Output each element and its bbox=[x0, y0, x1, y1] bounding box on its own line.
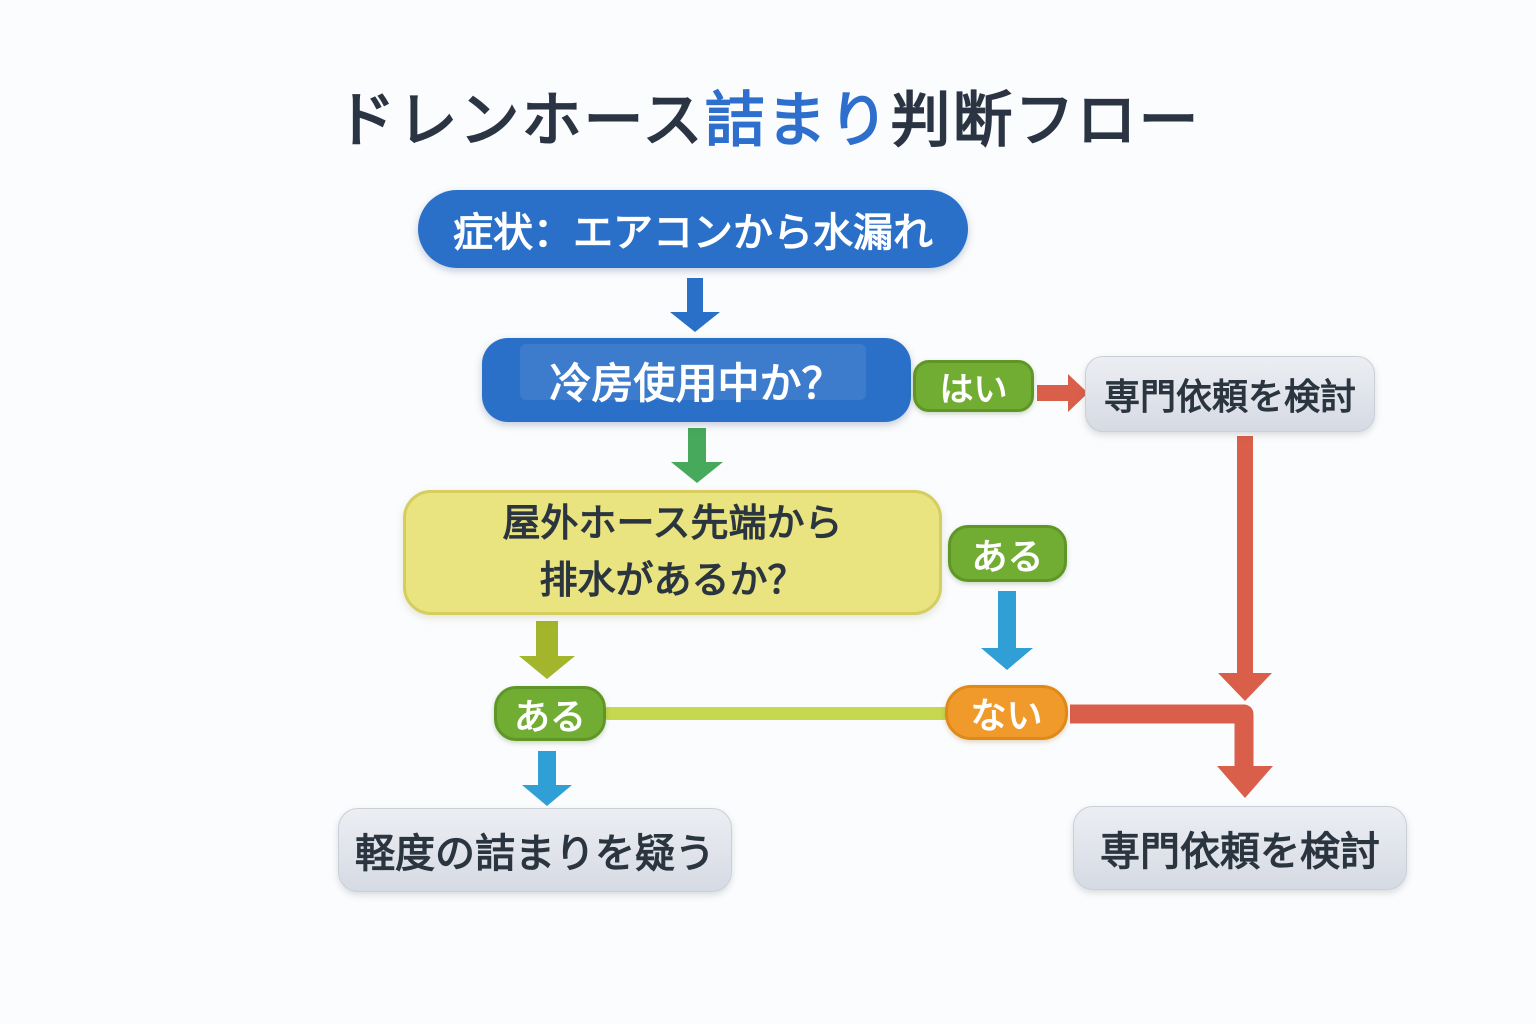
node-symptom-label: 症状：エアコンから水漏れ bbox=[453, 211, 933, 255]
arrow-q2-down bbox=[519, 621, 575, 679]
arrow-nai-down-head bbox=[1217, 766, 1273, 798]
node-question-cooling: 冷房使用中か？ bbox=[482, 338, 911, 422]
connector-aru-to-nai bbox=[604, 707, 948, 720]
badge-drain-present-right: ある bbox=[948, 525, 1067, 582]
node-professional-top: 専門依頼を検討 bbox=[1085, 356, 1375, 432]
arrow-aru-left-down bbox=[522, 751, 572, 806]
page-title: ドレンホース詰まり判断フロー bbox=[0, 72, 1536, 159]
node-professional-bottom: 専門依頼を検討 bbox=[1073, 806, 1407, 890]
arrow-pro-top-down bbox=[1218, 436, 1272, 701]
badge-drain-absent-label: ない bbox=[970, 694, 1043, 736]
badge-drain-present-right-label: ある bbox=[971, 535, 1044, 577]
arrow-aru-right-down bbox=[981, 591, 1033, 670]
arrow-yes-right bbox=[1037, 374, 1088, 412]
page-title-highlight: 詰まり bbox=[704, 87, 891, 154]
badge-drain-present-left: ある bbox=[494, 686, 606, 741]
arrow-q1-down bbox=[671, 428, 723, 483]
node-question-cooling-label: 冷房使用中か？ bbox=[549, 359, 844, 407]
connector-nai-to-pro bbox=[1070, 704, 1254, 770]
page-title-part1: ドレンホース bbox=[335, 87, 705, 154]
page-title-part3: 判断フロー bbox=[890, 87, 1201, 154]
node-professional-top-label: 専門依頼を検討 bbox=[1103, 376, 1356, 417]
node-question-drain: 屋外ホース先端から 排水があるか？ bbox=[403, 490, 942, 615]
node-question-drain-label: 屋外ホース先端から 排水があるか？ bbox=[502, 502, 843, 602]
node-professional-bottom-label: 専門依頼を検討 bbox=[1100, 830, 1380, 874]
node-symptom: 症状：エアコンから水漏れ bbox=[418, 190, 968, 268]
node-question-cooling-highlight bbox=[520, 344, 866, 400]
badge-drain-absent: ない bbox=[945, 685, 1068, 740]
badge-yes: はい bbox=[913, 360, 1034, 412]
node-mild-clog-label: 軽度の詰まりを疑う bbox=[355, 832, 715, 876]
badge-drain-present-left-label: ある bbox=[513, 695, 586, 737]
badge-yes-label: はい bbox=[939, 370, 1008, 409]
arrow-symptom-down bbox=[670, 278, 720, 332]
node-mild-clog: 軽度の詰まりを疑う bbox=[338, 808, 732, 892]
